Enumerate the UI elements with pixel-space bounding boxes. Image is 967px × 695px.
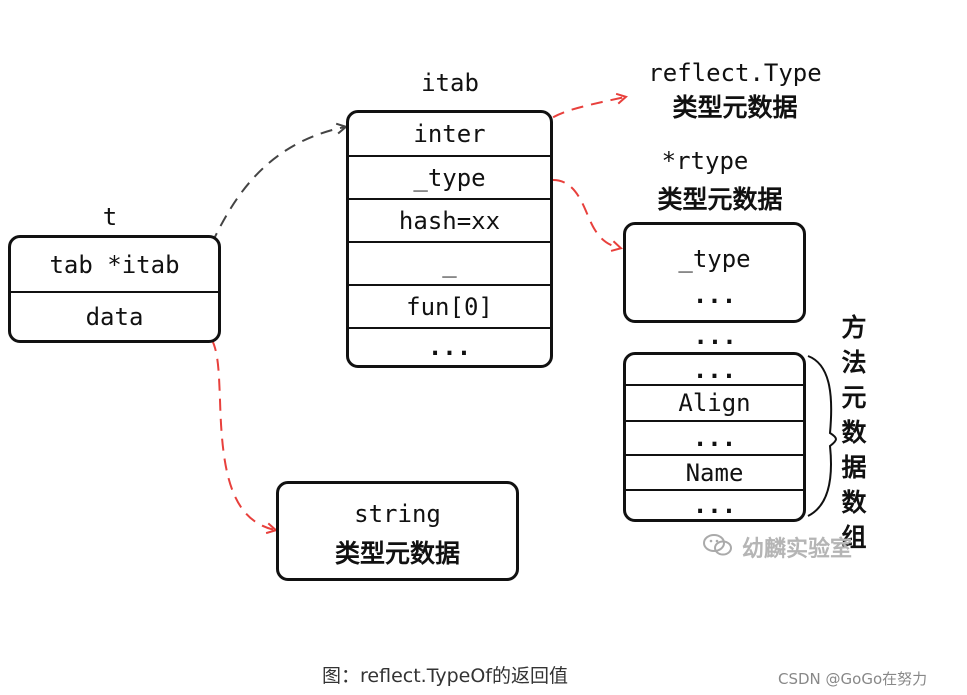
rtype-label: *rtype	[661, 147, 749, 175]
t-row-tab: tab *itab	[11, 238, 218, 293]
method-array-vertical-label: 方 法 元 数 据 数 组	[838, 310, 870, 555]
arrow-data-to-string	[177, 322, 275, 530]
itab-struct-box: inter _type hash=xx _ fun[0] ...	[346, 110, 553, 368]
rtype-row-type: _type	[678, 245, 751, 273]
vlabel-char-1: 法	[841, 348, 867, 377]
itab-row-underscore: _	[349, 243, 550, 286]
reflect-type-cn-label: 类型元数据	[672, 93, 798, 122]
vlabel-char-5: 数	[841, 488, 867, 517]
wechat-icon	[703, 532, 733, 558]
reflect-type-label: reflect.Type	[648, 59, 822, 87]
rtype-cn-label: 类型元数据	[657, 185, 783, 214]
itab-title: itab	[421, 69, 479, 97]
t-struct-box: tab *itab data	[8, 235, 221, 343]
arrow-type-to-rtype	[552, 179, 620, 248]
method-array-brace	[807, 355, 837, 517]
string-type-box: string 类型元数据	[276, 481, 519, 581]
itab-row-type: _type	[349, 157, 550, 200]
rtype-between-ellipsis: ...	[693, 322, 737, 350]
string-type-label: string	[354, 500, 441, 528]
rtype-struct-box: _type ...	[623, 222, 806, 323]
itab-row-more: ...	[427, 333, 472, 361]
vlabel-char-6: 组	[841, 523, 867, 552]
vlabel-char-0: 方	[841, 313, 867, 342]
method-row-2: ...	[626, 422, 803, 456]
method-array-box: ... Align ... Name ...	[623, 352, 806, 522]
figure-caption: 图：reflect.TypeOf的返回值	[322, 665, 568, 687]
csdn-credit: CSDN @GoGo在努力	[778, 670, 928, 688]
method-row-align: Align	[626, 386, 803, 422]
string-type-cn-label: 类型元数据	[334, 539, 460, 568]
itab-row-inter: inter	[349, 113, 550, 157]
t-row-data: data	[85, 302, 144, 331]
itab-row-fun0: fun[0]	[349, 286, 550, 329]
rtype-row-more: ...	[692, 281, 737, 309]
vlabel-char-4: 据	[841, 453, 867, 482]
itab-row-hash: hash=xx	[349, 200, 550, 243]
method-row-name: Name	[626, 456, 803, 491]
t-title: t	[102, 203, 118, 231]
method-row-4: ...	[692, 491, 737, 519]
vlabel-char-2: 元	[841, 383, 867, 412]
arrow-tab-to-itab	[202, 127, 345, 263]
method-row-0: ...	[626, 355, 803, 386]
watermark-text: 幼麟实验室	[742, 537, 853, 562]
vlabel-char-3: 数	[841, 418, 867, 447]
